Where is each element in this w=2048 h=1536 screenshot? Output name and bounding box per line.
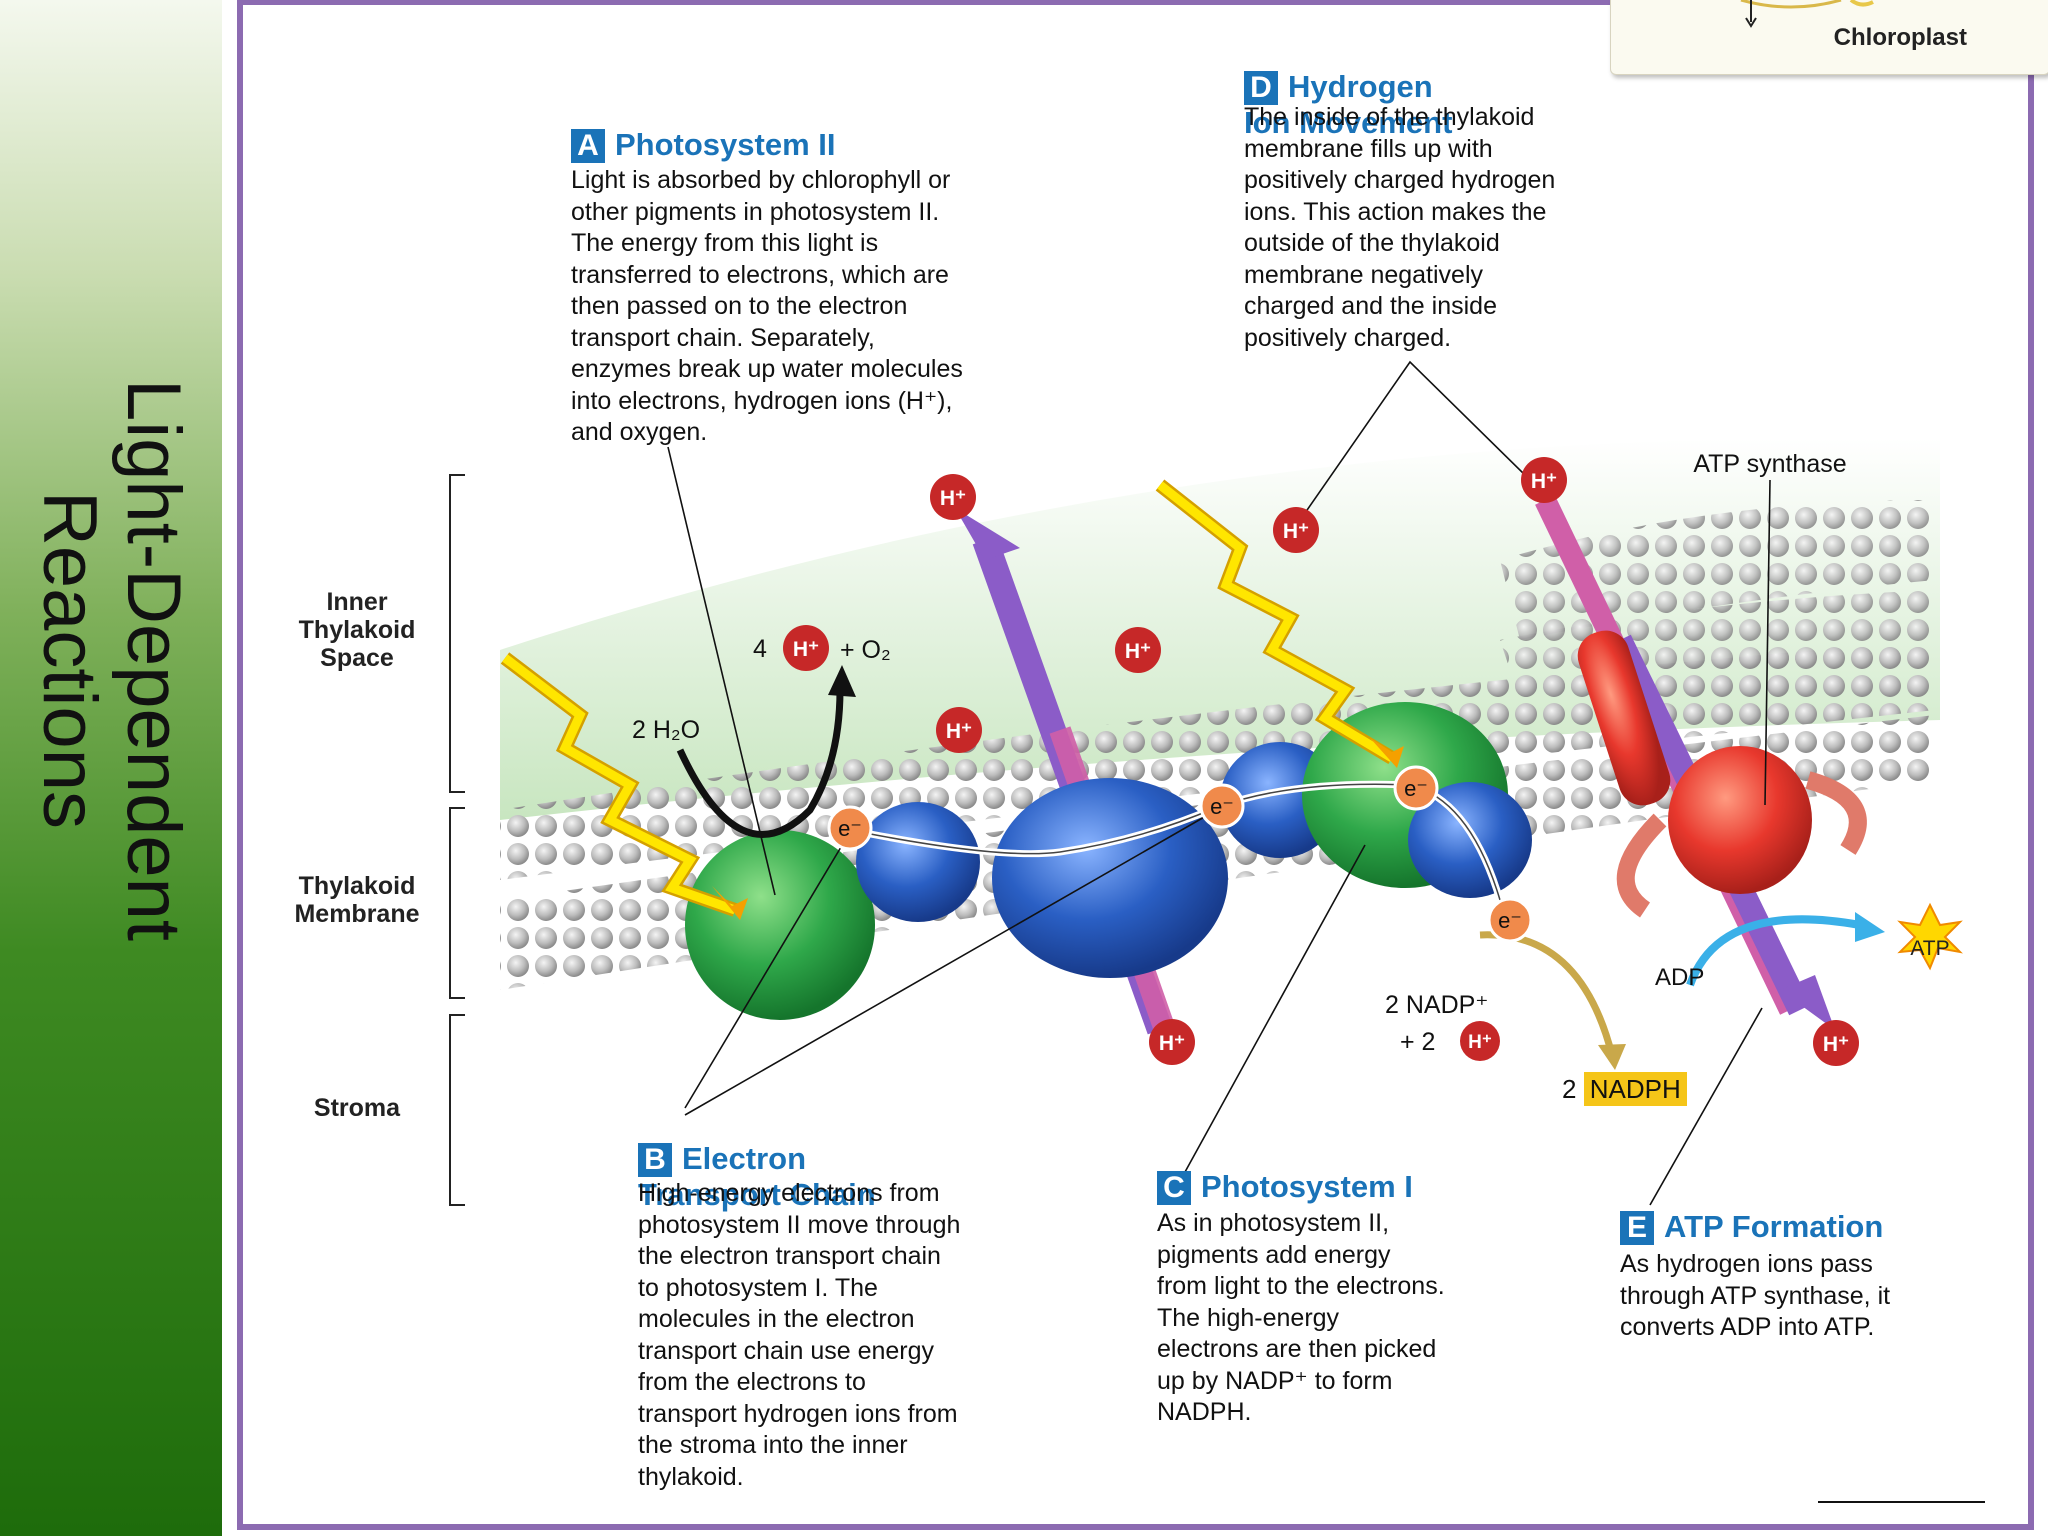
- electron-2: e⁻: [1199, 783, 1245, 829]
- svg-text:H⁺: H⁺: [1468, 1032, 1492, 1053]
- svg-text:H⁺: H⁺: [1159, 1032, 1185, 1055]
- svg-text:H⁺: H⁺: [940, 487, 966, 510]
- electron-1: e⁻: [827, 805, 873, 851]
- svg-text:H⁺: H⁺: [946, 720, 972, 743]
- leader-c: [1184, 844, 1366, 1173]
- section-e-title: E ATP Formation: [1620, 1209, 1883, 1245]
- leader-d: [1304, 360, 1526, 514]
- section-d-text: The inside of the thylakoid membrane fil…: [1244, 103, 1556, 352]
- svg-text:H⁺: H⁺: [1125, 640, 1151, 663]
- bracket-membrane: [449, 807, 465, 999]
- nadph-count: 2: [1562, 1074, 1577, 1104]
- chloroplast-inset-art: [1740, 0, 1874, 28]
- svg-text:H⁺: H⁺: [1823, 1033, 1849, 1056]
- svg-text:H⁺: H⁺: [1531, 470, 1557, 493]
- section-b-text: High-energy electrons from photosystem I…: [638, 1179, 961, 1491]
- h-ion-synthase-arrowhead: [1780, 975, 1835, 1030]
- bracket-stroma: [449, 1014, 465, 1206]
- nadp-line1: 2 NADP⁺: [1385, 991, 1489, 1019]
- h-ion-7: H⁺: [1149, 1019, 1195, 1065]
- region-inner-thylakoid-space: Inner Thylakoid Space: [298, 588, 416, 672]
- leader-e: [1649, 1007, 1763, 1206]
- section-a-text: Light is absorbed by chlorophyll or othe…: [571, 166, 963, 446]
- adp-label: ADP: [1655, 964, 1704, 991]
- section-d-heading: Hydrogen Ion Movement: [1244, 69, 1453, 140]
- oxygen-label: + O₂: [840, 636, 891, 664]
- atp-burst: [1897, 902, 1963, 971]
- svg-text:H⁺: H⁺: [793, 638, 819, 661]
- nadph-product: 2 NADPH: [1562, 1072, 1687, 1106]
- section-c-letter: C: [1157, 1171, 1191, 1205]
- atp-synthase-label: ATP synthase: [1693, 450, 1846, 478]
- section-c-text: As in photosystem II, pigments add energ…: [1157, 1209, 1445, 1426]
- water-splitting-arrow: [676, 689, 844, 838]
- light-bolt-2: [1157, 481, 1395, 762]
- bracket-inner: [449, 474, 465, 793]
- plastoquinone: [856, 802, 980, 922]
- section-c-title: C Photosystem I: [1157, 1169, 1413, 1205]
- h-ion-8: H⁺: [1813, 1020, 1859, 1066]
- ferredoxin: [1408, 782, 1532, 898]
- adp-atp-arrowhead: [1855, 912, 1885, 942]
- synthase-rotation-arrow-left: [1616, 813, 1667, 918]
- section-e-letter: E: [1620, 1211, 1654, 1245]
- atp-synthase-head: [1668, 746, 1812, 894]
- electron-3: e⁻: [1393, 765, 1439, 811]
- light-bolt-2-tip: [1370, 738, 1404, 768]
- light-bolt-1-tip: [712, 886, 748, 920]
- section-a-heading: Photosystem II: [615, 127, 836, 162]
- h-ion-9: H⁺: [1460, 1021, 1500, 1061]
- chloroplast-inset: Chloroplast: [1610, 0, 2048, 75]
- section-e-text: As hydrogen ions pass through ATP syntha…: [1620, 1250, 1891, 1341]
- section-d-letter: D: [1244, 71, 1278, 105]
- leader-a: [667, 446, 776, 896]
- section-a-letter: A: [571, 129, 605, 163]
- cytochrome-complex: [992, 778, 1228, 978]
- photosystem-ii: [685, 830, 875, 1020]
- leader-atp-synthase: [1764, 479, 1771, 806]
- water-splitting-arrowhead: [828, 665, 856, 697]
- nadp-line2: + 2: [1400, 1028, 1435, 1056]
- h-ion-1: H⁺: [930, 474, 976, 520]
- h-ion-pump-arrowhead-1: [955, 508, 1020, 560]
- section-a-title: A Photosystem II: [571, 127, 836, 163]
- slide-sidebar: Light-Dependent Reactions: [0, 0, 222, 1536]
- svg-text:e⁻: e⁻: [1498, 908, 1522, 933]
- h-ion-5: H⁺: [1273, 507, 1319, 553]
- lipid-layer-upper: [1500, 500, 1935, 640]
- section-c-heading: Photosystem I: [1201, 1169, 1413, 1204]
- leader-b-2: [684, 807, 1221, 1116]
- h-ion-6: H⁺: [1521, 457, 1567, 503]
- svg-text:e⁻: e⁻: [838, 816, 862, 841]
- synthase-rotation-arrow-right: [1805, 771, 1867, 855]
- nadph-formation-arrowhead: [1598, 1044, 1626, 1070]
- region-thylakoid-membrane: Thylakoid Membrane: [294, 872, 420, 928]
- svg-text:e⁻: e⁻: [1210, 794, 1234, 819]
- chloroplast-label: Chloroplast: [1833, 24, 1967, 51]
- nadph-label: NADPH: [1583, 1072, 1687, 1106]
- h-ion-2: H⁺: [783, 625, 829, 671]
- adp-atp-arrow: [1686, 915, 1861, 987]
- svg-text:H⁺: H⁺: [1283, 520, 1309, 543]
- region-stroma: Stroma: [313, 1094, 401, 1122]
- section-b-heading: Electron Transport Chain: [638, 1141, 876, 1212]
- water-label: 2 H₂O: [632, 716, 700, 744]
- leader-b-1: [684, 831, 851, 1109]
- atp-synthase-stalk: [1577, 630, 1671, 806]
- atp-label: ATP: [1910, 937, 1949, 960]
- svg-text:e⁻: e⁻: [1404, 776, 1428, 801]
- h-ion-4: H⁺: [1115, 627, 1161, 673]
- electron-4: e⁻: [1487, 897, 1533, 943]
- four-label: 4: [753, 635, 767, 663]
- section-b-letter: B: [638, 1143, 672, 1177]
- light-bolt-1: [502, 654, 737, 915]
- nadph-formation-arrow: [1479, 931, 1616, 1056]
- section-e-heading: ATP Formation: [1664, 1209, 1884, 1244]
- h-ion-3: H⁺: [936, 707, 982, 753]
